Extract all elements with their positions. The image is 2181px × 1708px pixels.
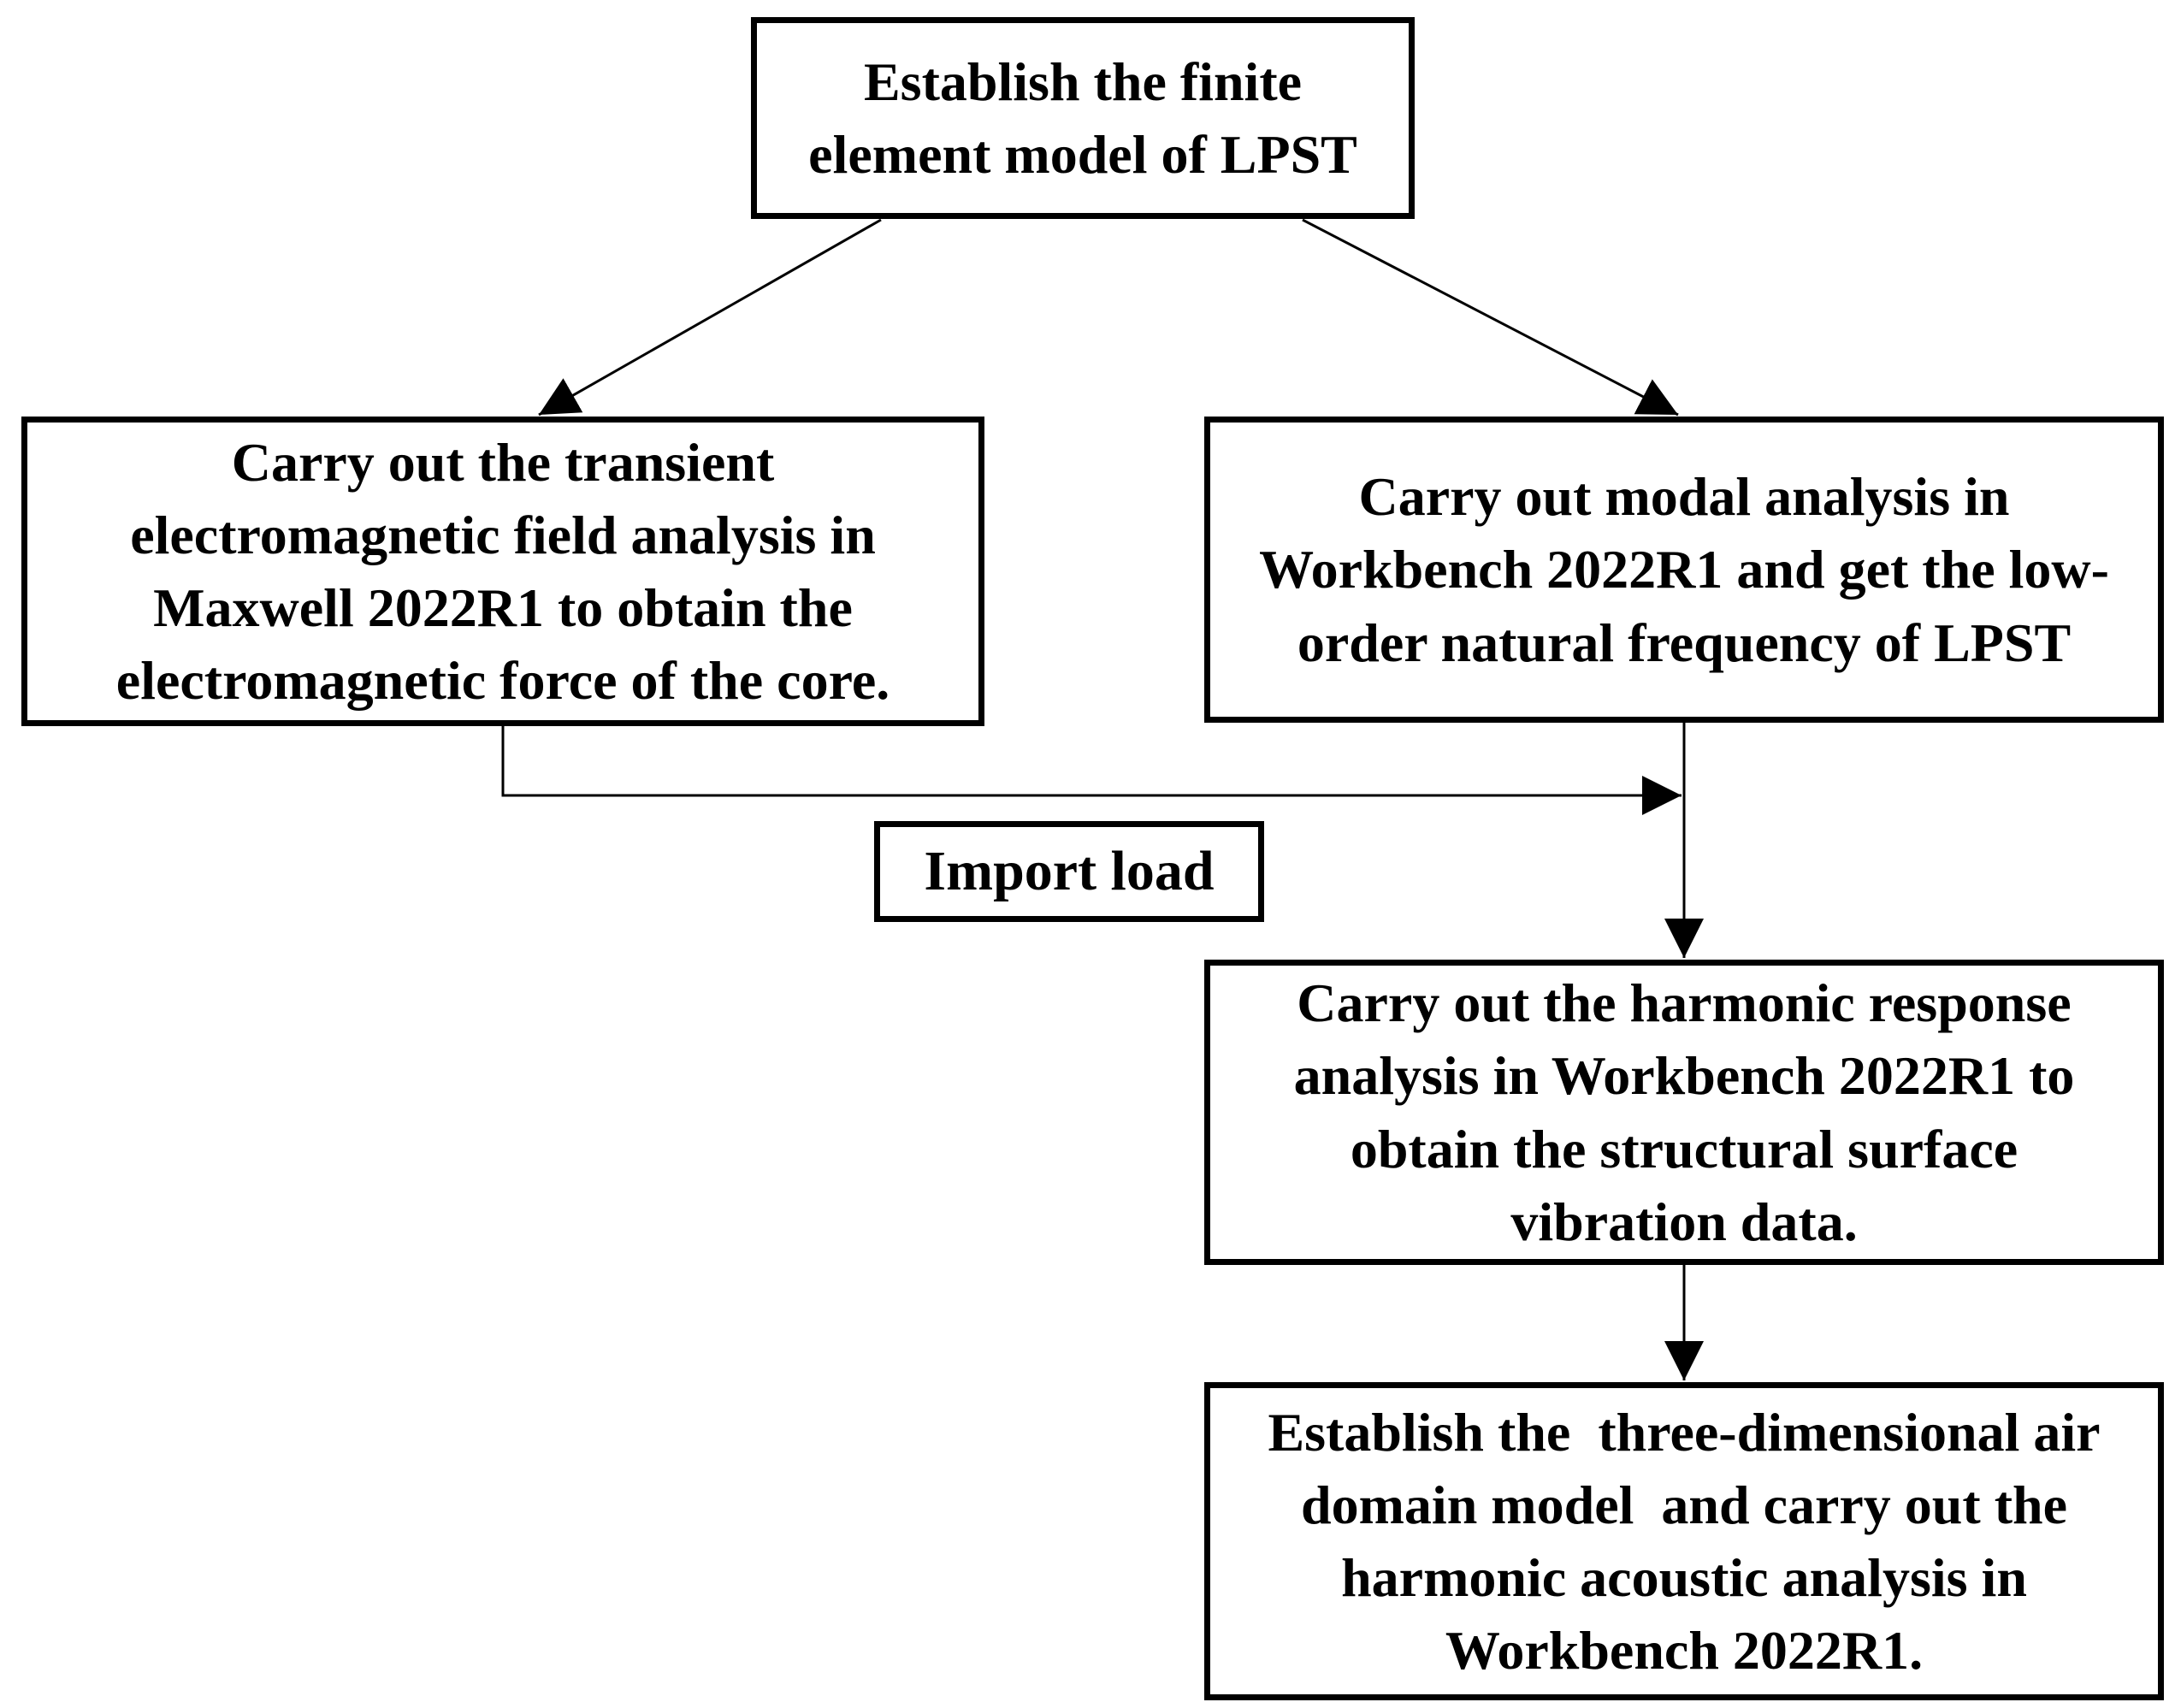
- box-harmonic-acoustic-analysis: Establish the three-dimensional air doma…: [1204, 1382, 2164, 1700]
- box-harmonic-response-analysis: Carry out the harmonic response analysis…: [1204, 960, 2164, 1265]
- box-harmonic-response-analysis-label: Carry out the harmonic response analysis…: [1293, 972, 2075, 1252]
- box-modal-analysis-label: Carry out modal analysis in Workbench 20…: [1259, 466, 2109, 673]
- box-establish-fem-model: Establish the finite element model of LP…: [751, 17, 1415, 219]
- arrow-left-to-junction: [501, 726, 1682, 815]
- box-transient-electromagnetic-analysis-label: Carry out the transient electromagnetic …: [115, 431, 890, 712]
- box-establish-fem-model-label: Establish the finite element model of LP…: [808, 50, 1357, 185]
- box-transient-electromagnetic-analysis: Carry out the transient electromagnetic …: [21, 417, 984, 726]
- box-import-load: Import load: [874, 821, 1264, 922]
- box-harmonic-acoustic-analysis-label: Establish the three-dimensional air doma…: [1268, 1401, 2101, 1681]
- box-import-load-label: Import load: [924, 840, 1215, 903]
- arrow-top-to-left: [538, 218, 882, 417]
- box-modal-analysis: Carry out modal analysis in Workbench 20…: [1204, 417, 2164, 723]
- arrow-top-to-right: [1302, 218, 1679, 417]
